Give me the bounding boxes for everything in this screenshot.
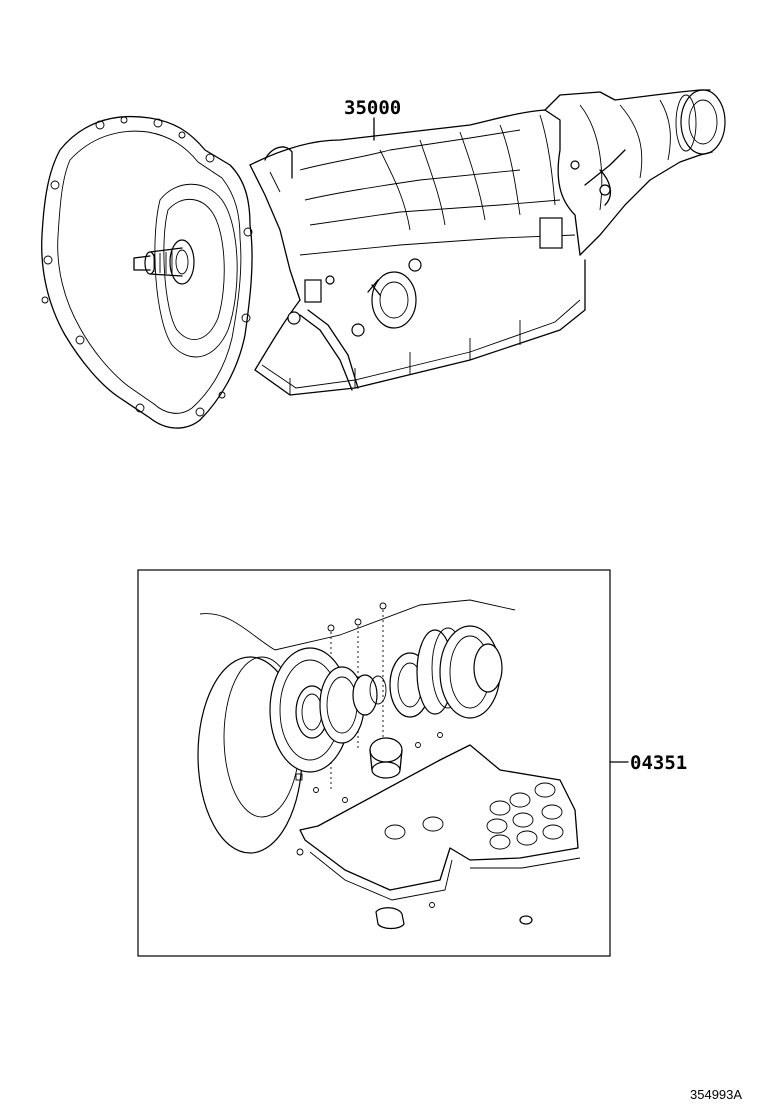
callout-04351[interactable]: 04351 bbox=[609, 752, 687, 774]
gasket-kit-illustration[interactable] bbox=[197, 599, 581, 930]
transmission-assembly-illustration[interactable] bbox=[41, 89, 726, 429]
callout-35000[interactable]: 35000 bbox=[344, 97, 401, 141]
kit-contents-frame bbox=[137, 569, 611, 957]
diagram-reference-code: 354993A bbox=[690, 1087, 742, 1102]
part-number-04351[interactable]: 04351 bbox=[630, 752, 687, 774]
part-number-35000[interactable]: 35000 bbox=[344, 97, 401, 119]
